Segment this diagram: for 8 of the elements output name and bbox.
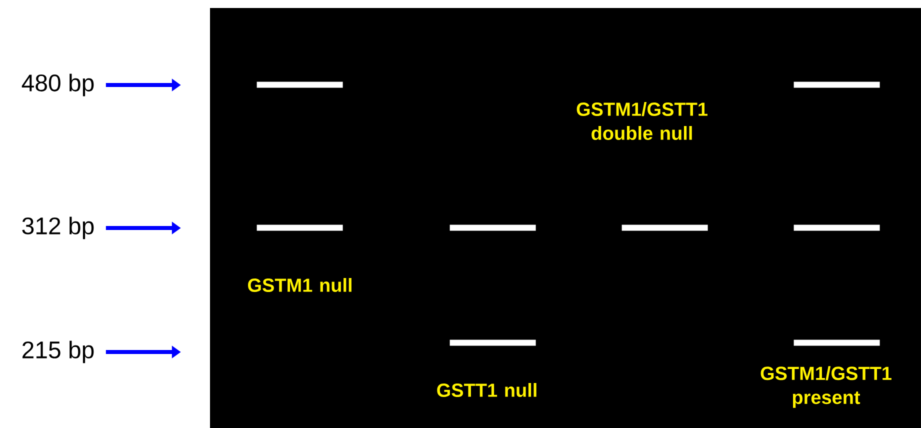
lane-label: GSTT1 null xyxy=(437,383,536,397)
size-label: 312 bp xyxy=(22,216,94,240)
gel-background xyxy=(210,8,921,428)
size-label: 480 bp xyxy=(22,74,94,96)
lane-label: GSTM1 null xyxy=(248,278,352,292)
lane-label: GSTM1/GSTT1 double null xyxy=(576,102,708,140)
lane-label: GSTM1/GSTT1 present xyxy=(760,366,892,408)
size-label: 215 bp xyxy=(22,340,94,364)
